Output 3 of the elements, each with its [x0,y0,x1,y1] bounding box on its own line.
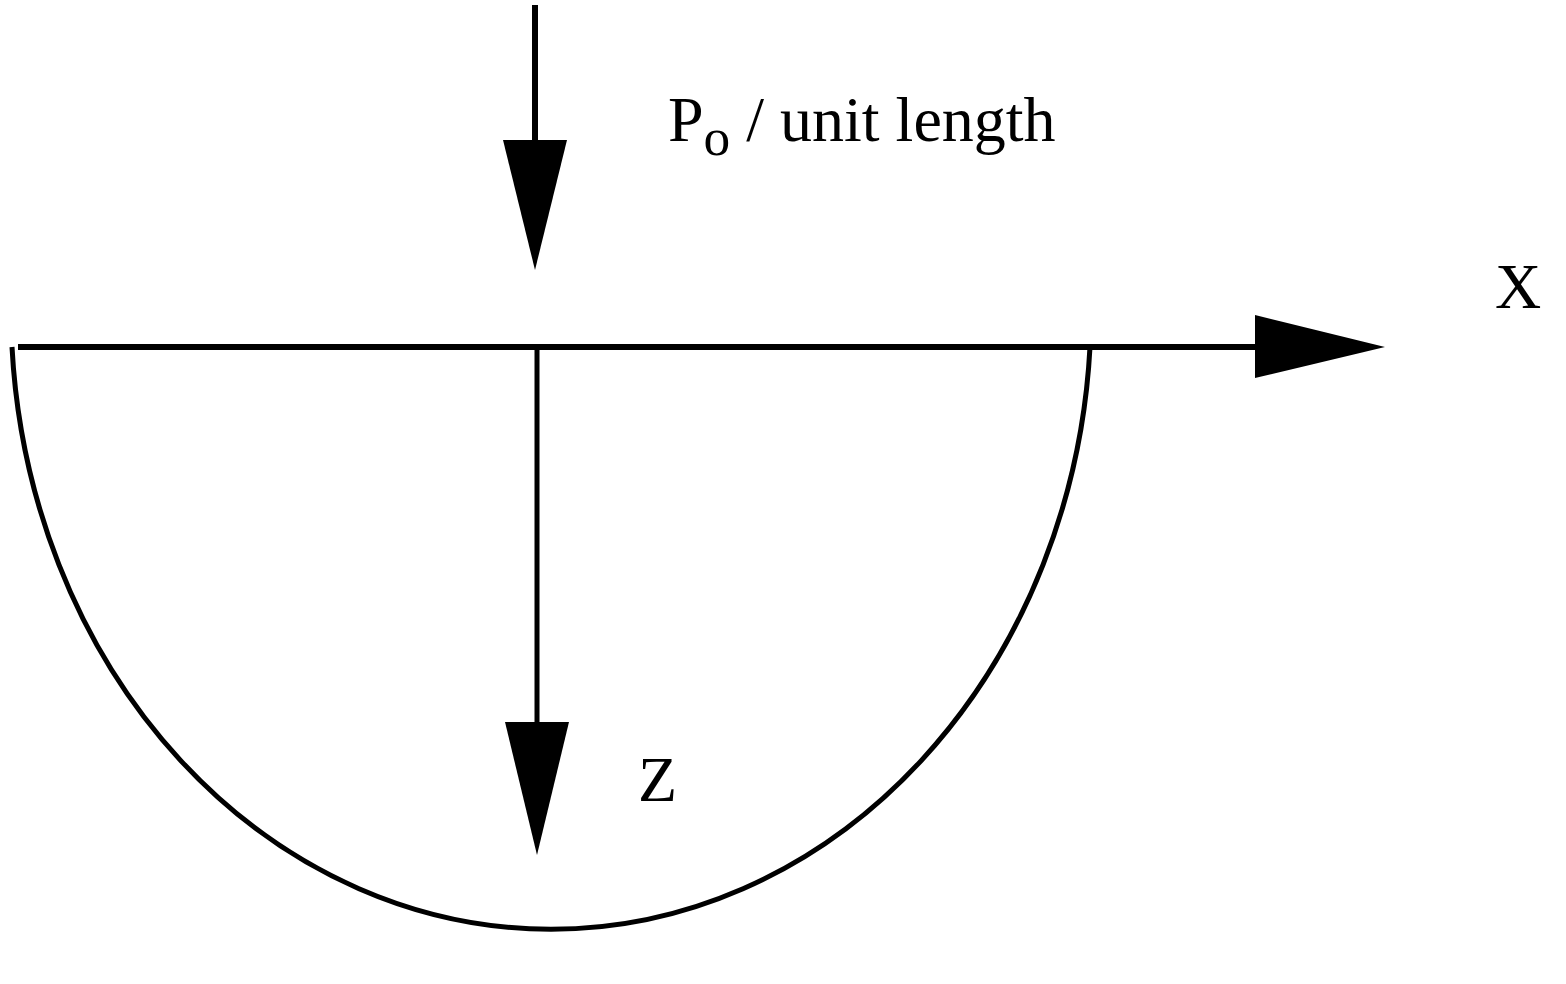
axis-label: Z [638,748,678,812]
load-label: P$_{o}$ / unit length [668,88,1056,165]
axis-label: X [1495,255,1542,319]
